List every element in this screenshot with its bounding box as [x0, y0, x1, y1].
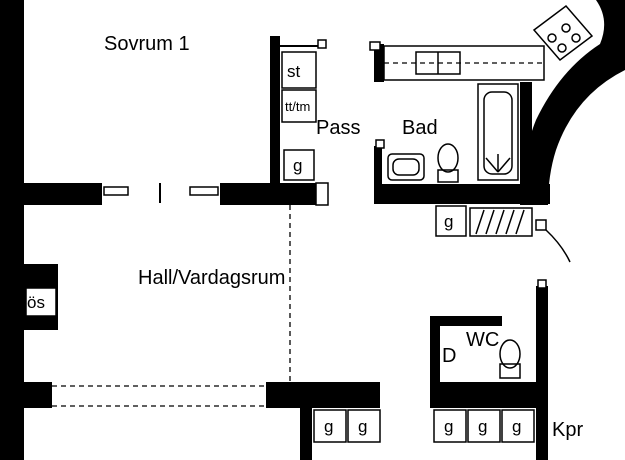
- bath-toilet: [437, 143, 459, 183]
- lower-wall-right: [266, 382, 380, 408]
- wardrobe-label-5: g: [512, 417, 521, 436]
- lower-wall-left: [24, 382, 52, 408]
- shower-lines: [485, 154, 511, 173]
- cabinet-box: [25, 287, 57, 317]
- outer-wall-left: [0, 0, 24, 460]
- wc-wall-bottom: [430, 382, 540, 408]
- room-label-bath: Bad: [402, 117, 438, 139]
- outer-wall-curve: [520, 0, 625, 205]
- outer-wall-end: [535, 219, 547, 231]
- wc-wall-top: [440, 316, 502, 326]
- bath-wall-bottom: [374, 184, 550, 204]
- wc-door-mark: D: [442, 345, 456, 367]
- room-label-hall: Hall/Vardagsrum: [138, 267, 285, 289]
- wardrobe-label-4: g: [478, 417, 487, 436]
- wall-end-2: [189, 186, 219, 196]
- wardrobe-label-6: g: [324, 417, 333, 436]
- bathtub: [477, 83, 519, 181]
- room-label-passage: Pass: [316, 117, 360, 139]
- wc-wall-end: [537, 279, 547, 289]
- wc-wall-left: [430, 316, 440, 390]
- bedroom-wall-left: [24, 183, 102, 205]
- stove: [532, 4, 594, 62]
- wardrobe-label-3: g: [444, 417, 453, 436]
- wardrobe-label-1: g: [293, 156, 302, 175]
- wardrobe-box-1: [283, 149, 315, 181]
- wardrobe-label-7: g: [358, 417, 367, 436]
- storage-label: st: [287, 62, 301, 81]
- bath-wall-left: [374, 146, 382, 196]
- storage-box: [281, 51, 317, 89]
- wardrobe-label-2: g: [444, 212, 453, 231]
- room-label-wc: WC: [466, 329, 499, 351]
- wc-wall-right: [536, 286, 548, 460]
- wall-end-1: [103, 186, 129, 196]
- wc-toilet: [499, 339, 521, 379]
- bath-wall-right: [520, 82, 532, 192]
- wardrobe-row-left: [313, 409, 381, 443]
- kitchen-wall: [374, 44, 384, 82]
- hatch-lines: [469, 207, 533, 237]
- closet-wall-end: [317, 39, 327, 49]
- bath-sink-inner: [392, 158, 420, 176]
- room-label-closet: Kpr: [552, 419, 583, 441]
- cabinet-label: ös: [27, 293, 45, 312]
- room-label-bedroom: Sovrum 1: [104, 33, 190, 55]
- kitchen-wall-end: [369, 41, 381, 51]
- wardrobe-box-2: [435, 205, 467, 237]
- bedroom-wall-right: [220, 183, 320, 205]
- dryer-label: tt/tm: [285, 99, 310, 114]
- bathtub-inner: [483, 91, 513, 175]
- wardrobe-row-right: [433, 409, 535, 443]
- closet-wall: [270, 36, 280, 186]
- door-swing: [545, 229, 571, 263]
- bath-sink: [387, 153, 425, 181]
- wall-end-3: [315, 182, 329, 206]
- bath-wall-end: [375, 139, 385, 149]
- dryer-box: [281, 89, 317, 123]
- lower-wall-stub: [300, 408, 312, 460]
